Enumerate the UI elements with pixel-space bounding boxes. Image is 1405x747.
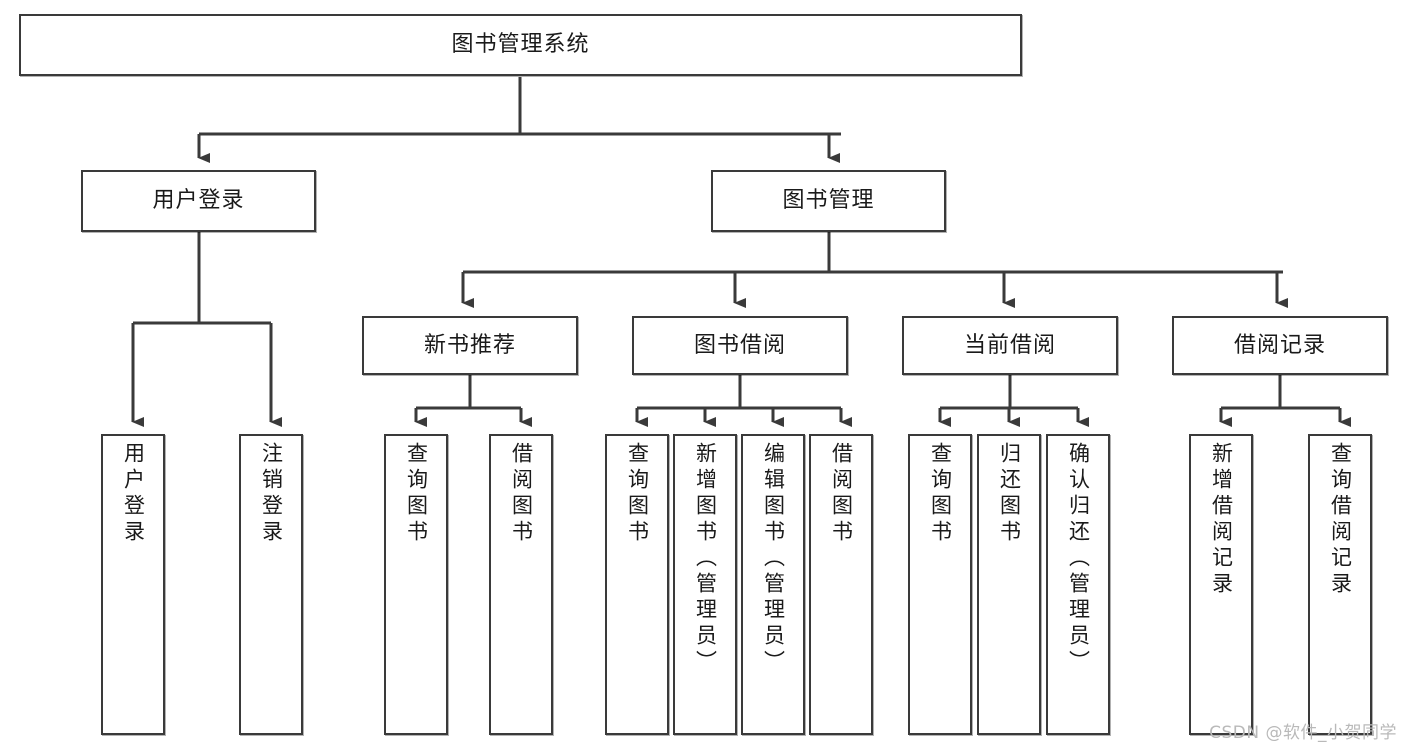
node-leaf-confirm-return-admin-label: 确认归还（管理员） [1066, 442, 1091, 676]
node-user-login-label: 用户登录 [152, 188, 245, 214]
node-new-book-recommendation-label: 新书推荐 [423, 332, 516, 358]
node-leaf-query-books-cb-label: 查询图书 [928, 442, 953, 546]
node-leaf-query-books-bb[interactable]: 查询图书 [605, 434, 669, 735]
node-leaf-borrow-books-bb-label: 借阅图书 [829, 442, 854, 546]
node-book-borrowing-label: 图书借阅 [693, 332, 786, 358]
node-leaf-logout[interactable]: 注销登录 [239, 434, 303, 735]
node-current-borrowing-label: 当前借阅 [963, 332, 1056, 358]
node-root-label: 图书管理系统 [451, 32, 590, 58]
node-leaf-add-book-admin-label: 新增图书（管理员） [693, 442, 718, 676]
node-leaf-return-books-label: 归还图书 [997, 442, 1022, 546]
node-leaf-add-borrow-record[interactable]: 新增借阅记录 [1189, 434, 1253, 735]
node-borrowing-records-label: 借阅记录 [1233, 332, 1326, 358]
node-leaf-edit-book-admin-label: 编辑图书（管理员） [761, 442, 786, 676]
node-book-borrowing[interactable]: 图书借阅 [632, 316, 848, 375]
node-leaf-confirm-return-admin[interactable]: 确认归还（管理员） [1046, 434, 1110, 735]
node-leaf-query-books-bb-label: 查询图书 [625, 442, 650, 546]
node-leaf-borrow-books-bb[interactable]: 借阅图书 [809, 434, 873, 735]
node-leaf-add-borrow-record-label: 新增借阅记录 [1209, 442, 1234, 598]
node-leaf-query-books-nb-label: 查询图书 [404, 442, 429, 546]
node-leaf-borrow-books-nb-label: 借阅图书 [509, 442, 534, 546]
node-leaf-return-books[interactable]: 归还图书 [977, 434, 1041, 735]
node-leaf-query-books-nb[interactable]: 查询图书 [384, 434, 448, 735]
node-book-management[interactable]: 图书管理 [711, 170, 946, 232]
node-leaf-add-book-admin[interactable]: 新增图书（管理员） [673, 434, 737, 735]
node-leaf-logout-label: 注销登录 [259, 442, 284, 546]
node-leaf-query-borrow-record-label: 查询借阅记录 [1328, 442, 1353, 598]
node-borrowing-records[interactable]: 借阅记录 [1172, 316, 1388, 375]
node-leaf-user-login-label: 用户登录 [121, 442, 146, 546]
node-user-login[interactable]: 用户登录 [81, 170, 316, 232]
node-new-book-recommendation[interactable]: 新书推荐 [362, 316, 578, 375]
node-leaf-query-books-cb[interactable]: 查询图书 [908, 434, 972, 735]
node-leaf-user-login[interactable]: 用户登录 [101, 434, 165, 735]
node-leaf-edit-book-admin[interactable]: 编辑图书（管理员） [741, 434, 805, 735]
node-root-book-management-system[interactable]: 图书管理系统 [19, 14, 1022, 76]
node-leaf-borrow-books-nb[interactable]: 借阅图书 [489, 434, 553, 735]
node-leaf-query-borrow-record[interactable]: 查询借阅记录 [1308, 434, 1372, 735]
node-current-borrowing[interactable]: 当前借阅 [902, 316, 1118, 375]
node-book-management-label: 图书管理 [782, 188, 875, 214]
